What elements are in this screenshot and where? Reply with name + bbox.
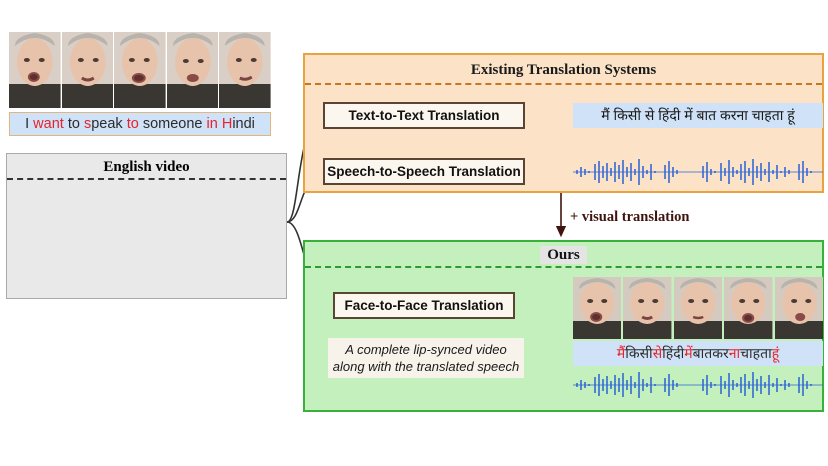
video-frame: [61, 32, 114, 108]
caption-token: someone: [138, 116, 207, 132]
caption-token: p: [91, 116, 100, 132]
caption-token: indi: [232, 116, 255, 132]
caption-token: I: [25, 116, 30, 132]
ours-header-label: Ours: [540, 246, 587, 264]
caption-token: कर: [712, 345, 729, 361]
video-frame: [673, 277, 723, 339]
caption-token: मैं: [616, 345, 626, 361]
text-to-text-translation-box[interactable]: Text-to-Text Translation: [323, 102, 525, 129]
caption-token: in: [206, 116, 218, 132]
video-frame: [166, 32, 219, 108]
ours-waveform: [573, 370, 823, 400]
ours-header: Ours: [305, 242, 822, 268]
caption-token: to: [63, 116, 84, 132]
video-frame: [774, 277, 824, 339]
caption-token: में: [684, 345, 693, 361]
caption-token: हूं: [771, 345, 780, 361]
video-frame: [114, 32, 166, 108]
video-frame: [623, 277, 672, 339]
speech-to-speech-translation-box[interactable]: Speech-to-Speech Translation: [323, 158, 525, 185]
face-to-face-label: Face-to-Face Translation: [344, 298, 504, 313]
caption-token: H: [221, 116, 233, 132]
english-video-caption: I want to speak to someone in Hindi: [9, 112, 271, 136]
caption-token: eak: [99, 116, 123, 132]
visual-translation-label: + visual translation: [570, 209, 690, 225]
text-to-text-hindi-output: मैं किसी से हिंदी में बात करना चाहता हूं: [573, 103, 823, 128]
caption-token: want: [33, 116, 64, 132]
video-frame: [219, 32, 271, 108]
caption-token: बात: [692, 345, 713, 361]
caption-token: हिंदी: [662, 345, 685, 361]
english-video-header: English video: [7, 154, 286, 180]
caption-token: चाहता: [740, 345, 772, 361]
existing-systems-header: Existing Translation Systems: [305, 55, 822, 85]
ours-video-frames: [573, 277, 824, 339]
ours-note: A complete lip-synced video along with t…: [328, 338, 524, 378]
text-to-text-label: Text-to-Text Translation: [348, 108, 500, 123]
caption-token: to: [126, 116, 139, 132]
speech-to-speech-waveform: [573, 157, 823, 187]
face-to-face-translation-box[interactable]: Face-to-Face Translation: [333, 292, 515, 319]
caption-token: ना: [728, 345, 741, 361]
caption-token: s: [83, 116, 92, 132]
video-frame: [573, 277, 622, 339]
speech-to-speech-label: Speech-to-Speech Translation: [327, 164, 521, 179]
video-frame: [9, 32, 61, 108]
caption-token: से: [652, 345, 663, 361]
english-video-panel: English video: [6, 153, 287, 299]
caption-token: किसी: [625, 345, 653, 361]
english-video-frames: [9, 32, 271, 108]
video-frame: [724, 277, 773, 339]
